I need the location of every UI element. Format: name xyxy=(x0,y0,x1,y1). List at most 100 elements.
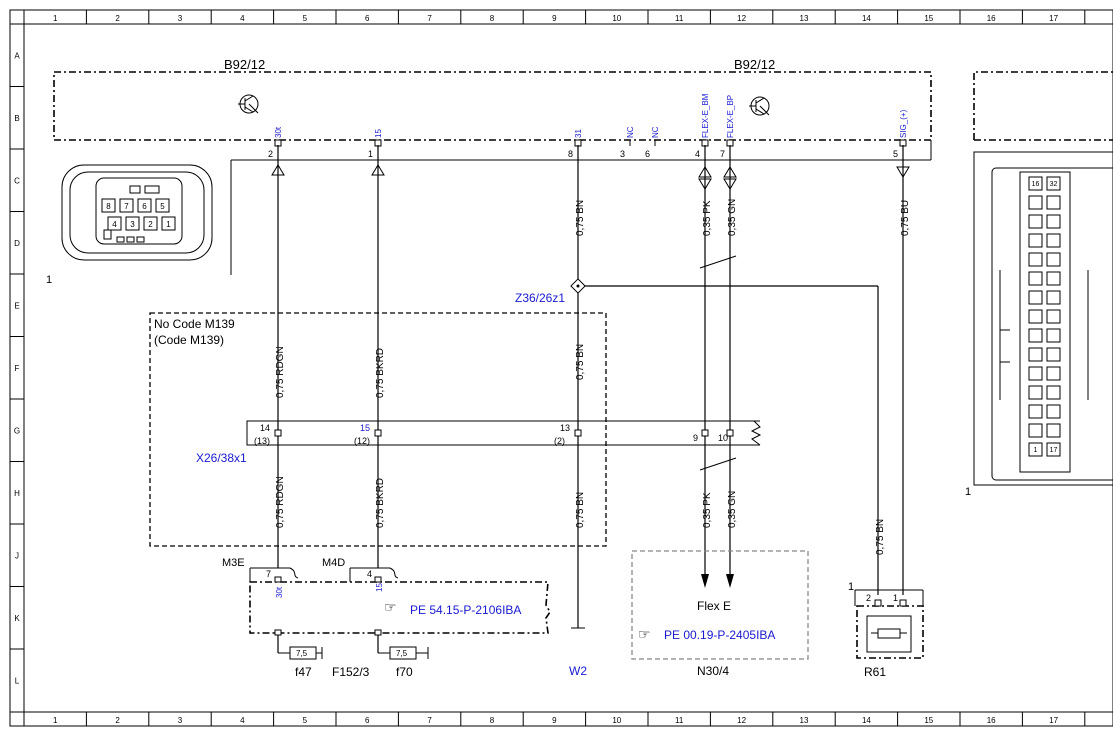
grid-column-label: 7 xyxy=(427,716,432,725)
wire-label: 0,75 BN xyxy=(575,344,586,380)
wire-label: 0,35 GN xyxy=(727,491,738,528)
r61-pin: 2 xyxy=(866,593,871,603)
grid-column-ticks-bottom xyxy=(85,712,1086,726)
grid-column-label: 14 xyxy=(862,716,871,725)
pin-signal-label: NC xyxy=(626,126,635,138)
grid-row-label: B xyxy=(14,114,19,123)
pin-signal-label: 15 xyxy=(374,129,383,138)
m3e-signal: 30t xyxy=(275,586,284,598)
pin-signal-label: 30t xyxy=(274,126,283,138)
bidirectional-arrow-icon xyxy=(723,166,737,178)
ground-label: W2 xyxy=(569,664,587,678)
pin-alt-number: (13) xyxy=(254,436,270,446)
pin-signal-label: NC xyxy=(651,126,660,138)
grid-column-label: 14 xyxy=(862,14,871,23)
ref-pe54-link[interactable]: PE 54.15-P-2106IBA xyxy=(410,603,521,617)
plug-cell-number: 8 xyxy=(106,202,111,211)
ground-w2: W2 xyxy=(569,627,587,678)
grid-row-label: E xyxy=(14,301,19,310)
pin-number: 8 xyxy=(568,149,573,159)
plug-cell-number: 17 xyxy=(1050,447,1058,454)
r61-pin1-label: 1 xyxy=(848,581,854,593)
arrow-down-icon xyxy=(896,166,910,178)
plug-cell-number: 7 xyxy=(124,202,129,211)
grid-row-label: C xyxy=(14,176,20,185)
plug-cell-number: 1 xyxy=(166,220,171,229)
grid-column-label: 6 xyxy=(365,716,370,725)
wire-label: 0,75 RDGN xyxy=(275,476,286,528)
fuse-rating: 7,5 xyxy=(296,649,308,658)
grid-column-label: 15 xyxy=(924,14,933,23)
grid-row-label: L xyxy=(15,676,20,685)
grid-column-label: 9 xyxy=(552,716,557,725)
b9212-pin-row: 30t2151318NC3NC6FLEX-E_BM4FLEX-E_BP7SIG_… xyxy=(268,93,908,159)
grid-column-label: 1 xyxy=(53,14,58,23)
connector-plug-right: 16 32 1 17 1 xyxy=(965,71,1113,498)
m3e-label: M3E xyxy=(222,557,245,569)
n30-label: N30/4 xyxy=(697,664,729,678)
grid-column-ticks-top xyxy=(85,10,1086,24)
pin-number: 15 xyxy=(360,423,370,433)
grid-column-label: 15 xyxy=(924,716,933,725)
wire-direction-arrows xyxy=(271,164,910,588)
wire-label: 0,75 BU xyxy=(900,200,911,236)
grid-column-label: 1 xyxy=(53,716,58,725)
bidirectional-arrow-icon xyxy=(698,166,712,178)
pin-signal-label: FLEX-E_BP xyxy=(726,95,735,138)
r61-label: R61 xyxy=(864,665,886,679)
pin-alt-number: (2) xyxy=(554,436,565,446)
plug-cell-number: 16 xyxy=(1032,181,1040,188)
wire-label: 0,75 BKRD xyxy=(375,348,386,398)
ref-pe00-link[interactable]: PE 00.19-P-2405IBA xyxy=(664,628,775,642)
wire-label: 0,35 PK xyxy=(702,492,713,528)
splice-z36: Z36/26z1 xyxy=(515,278,586,305)
grid-column-label: 16 xyxy=(987,14,996,23)
x26-label: X26/38x1 xyxy=(196,451,247,465)
plug-cell-number: 5 xyxy=(160,202,165,211)
grid-column-label: 5 xyxy=(303,716,308,725)
pin-number: 10 xyxy=(718,433,728,443)
b9212-label-left: B92/12 xyxy=(224,57,265,72)
pin-signal-label: 31 xyxy=(574,129,583,138)
grid-column-label: 17 xyxy=(1049,14,1058,23)
grid-column-label: 9 xyxy=(552,14,557,23)
fuse-rating: 7,5 xyxy=(396,649,408,658)
grid-column-label: 7 xyxy=(427,14,432,23)
b9212-unit: B92/12 B92/12 30t2151318NC3NC6FLEX-E_BM4… xyxy=(53,57,932,275)
fuse-f152-label: F152/3 xyxy=(332,665,370,679)
grid-row-label: D xyxy=(14,239,20,248)
m4d-label: M4D xyxy=(322,557,345,569)
b9212-label-right: B92/12 xyxy=(734,57,775,72)
pin-number: 2 xyxy=(268,149,273,159)
plug-cell-number: 4 xyxy=(112,220,117,229)
grid-row-label: G xyxy=(14,426,20,435)
m3e-pin: 7 xyxy=(266,569,271,579)
grid-column-label: 10 xyxy=(612,716,621,725)
grid-column-label: 12 xyxy=(737,716,746,725)
plug-cell-number: 32 xyxy=(1050,181,1058,188)
grid-column-label: 10 xyxy=(612,14,621,23)
bidirectional-arrow-icon xyxy=(698,178,712,190)
flex-e-label: Flex E xyxy=(697,599,731,613)
grid-row-label: A xyxy=(14,51,20,60)
pin-alt-number: (12) xyxy=(354,436,370,446)
grid-column-label: 3 xyxy=(178,14,183,23)
pin-number: 7 xyxy=(720,149,725,159)
grid-row-label: K xyxy=(14,614,20,623)
plug-cell-number: 1 xyxy=(1034,447,1038,454)
arrow-down-icon xyxy=(701,574,709,588)
flex-e-module: Flex E ☞ PE 00.19-P-2405IBA N30/4 xyxy=(631,550,809,678)
connector-ref-label-right: 1 xyxy=(965,486,971,498)
bidirectional-arrow-icon xyxy=(723,178,737,190)
fuse-f70-label: f70 xyxy=(396,665,413,679)
grid-row-label: F xyxy=(15,364,20,373)
wire-label: 0,75 BN xyxy=(575,492,586,528)
grid-column-label: 12 xyxy=(737,14,746,23)
code-label: (Code M139) xyxy=(154,333,224,347)
m4d-pin: 4 xyxy=(367,569,372,579)
wire-bundle xyxy=(277,145,904,628)
